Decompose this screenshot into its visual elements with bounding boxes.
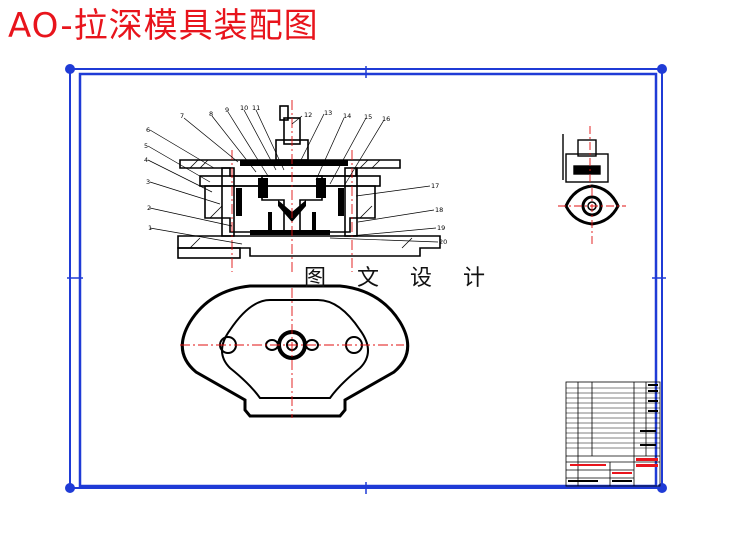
part-label: 3	[146, 178, 150, 186]
section-centerlines	[231, 100, 353, 272]
part-label: 16	[382, 115, 390, 123]
part-label: 12	[304, 111, 312, 119]
watermark-text: 图 文 设 计	[304, 266, 497, 291]
title-block	[565, 381, 661, 487]
part-label: 4	[144, 156, 148, 164]
detail-centerlines	[558, 126, 626, 244]
part-label: 10	[240, 104, 248, 112]
part-label: 5	[144, 142, 148, 150]
centering-ticks	[67, 66, 666, 494]
title-block-text-marks	[568, 384, 658, 482]
part-label: 7	[180, 112, 184, 120]
plan-centerlines	[180, 288, 404, 418]
part-label: 13	[324, 109, 332, 117]
part-number-labels: 1 2 3 4 5 6 7 8 9 10 11 12 13 14 15 16 1…	[144, 104, 447, 246]
part-label: 9	[225, 106, 229, 114]
part-label: 18	[435, 206, 443, 214]
plan-view	[180, 284, 410, 418]
part-label: 2	[147, 204, 151, 212]
leader-lines	[147, 109, 439, 245]
part-label: 6	[146, 126, 150, 134]
part-label: 20	[439, 238, 447, 246]
section-hatching	[189, 159, 413, 249]
part-label: 14	[343, 112, 351, 120]
part-label: 17	[431, 182, 439, 190]
section-view	[177, 105, 441, 259]
corner-markers	[65, 64, 667, 493]
detail-view-elevation	[562, 134, 609, 183]
title-block-red-marks	[570, 458, 658, 474]
part-label: 19	[437, 224, 445, 232]
part-label: 11	[252, 104, 260, 112]
drawing-title: AO-拉深模具装配图	[8, 6, 319, 46]
parts-list-rows	[566, 387, 660, 449]
part-label: 8	[209, 110, 213, 118]
part-label: 15	[364, 113, 372, 121]
part-label: 1	[148, 224, 152, 232]
inner-frame	[78, 72, 658, 488]
